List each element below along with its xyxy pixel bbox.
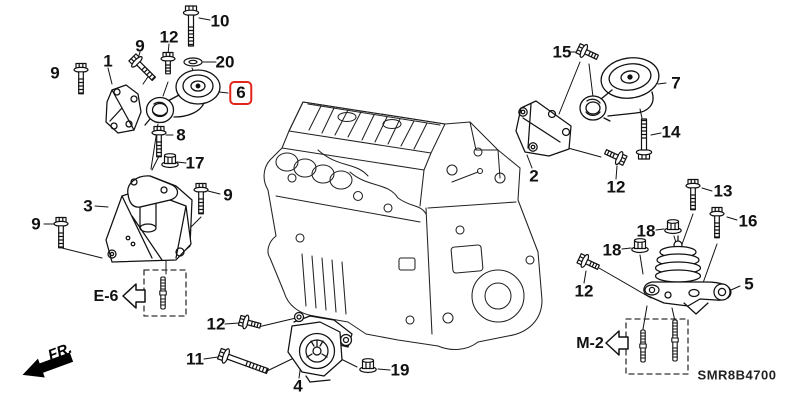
nut-17 — [161, 153, 179, 169]
callout-16[interactable]: 16 — [738, 211, 758, 231]
callout-9-mid-right[interactable]: 9 — [223, 185, 233, 205]
callout-5[interactable]: 5 — [744, 274, 754, 294]
bolt-14 — [635, 118, 653, 160]
bolt-9-mid-right — [193, 182, 209, 215]
bolt-12-right — [602, 144, 629, 168]
nut-18-upper — [664, 219, 682, 235]
bolt-12-bottom-left — [237, 312, 263, 334]
engine-illustration — [263, 101, 543, 351]
callout-18-lower[interactable]: 18 — [602, 240, 622, 260]
stud-e6 — [159, 276, 167, 310]
reference-marks — [22, 269, 689, 378]
bolt-12-top-left — [160, 51, 176, 75]
callout-10[interactable]: 10 — [210, 11, 230, 31]
bolt-15 — [574, 41, 601, 65]
part-3-side-mount — [105, 175, 193, 263]
ref-m2-label[interactable]: M-2 — [576, 335, 604, 352]
m2-arrow-icon — [605, 330, 629, 356]
callout-20[interactable]: 20 — [215, 52, 235, 72]
callout-19[interactable]: 19 — [390, 360, 410, 380]
washer-20 — [183, 57, 203, 67]
front-direction-arrow-icon — [22, 352, 74, 378]
bolt-11 — [216, 345, 271, 379]
callout-18-upper[interactable]: 18 — [636, 221, 656, 241]
callout-12-top-left[interactable]: 12 — [159, 27, 179, 47]
bolt-13 — [685, 178, 701, 211]
callout-12-right[interactable]: 12 — [606, 177, 626, 197]
callout-8[interactable]: 8 — [176, 125, 186, 145]
callout-9-far-left[interactable]: 9 — [50, 63, 60, 83]
stud-m2-right — [671, 319, 679, 362]
callout-17[interactable]: 17 — [185, 153, 205, 173]
part-2-bracket — [515, 100, 572, 157]
bolt-12-bottom-right — [575, 251, 602, 275]
part-5-rear-mount — [643, 235, 732, 315]
part-7-upper-torque-rod — [579, 57, 660, 122]
part-6-torque-rod-mount — [144, 69, 221, 126]
callout-11[interactable]: 11 — [186, 349, 204, 369]
bolt-16 — [709, 206, 725, 239]
e6-arrow-icon — [122, 283, 146, 309]
bolt-9-upper — [126, 51, 160, 85]
callout-12-bottom-left[interactable]: 12 — [206, 314, 226, 334]
callout-15[interactable]: 15 — [552, 42, 572, 62]
callout-2[interactable]: 2 — [529, 166, 539, 186]
ref-e6-label[interactable]: E-6 — [93, 288, 119, 305]
callout-12-bottom-right[interactable]: 12 — [574, 281, 594, 301]
stud-m2-left — [639, 329, 647, 363]
m2-dashed-box — [625, 318, 689, 375]
callout-3[interactable]: 3 — [83, 196, 93, 216]
callout-14[interactable]: 14 — [661, 122, 681, 142]
callout-6-highlighted[interactable]: 6 — [229, 81, 253, 105]
bolt-10 — [182, 5, 200, 47]
callout-9-lower-left[interactable]: 9 — [31, 214, 41, 234]
nut-18-lower — [631, 238, 649, 254]
bolt-9-far-left — [73, 62, 89, 95]
part-4-front-mount — [287, 311, 353, 383]
callout-7[interactable]: 7 — [671, 73, 681, 93]
callout-4[interactable]: 4 — [293, 376, 303, 396]
callout-13[interactable]: 13 — [713, 181, 733, 201]
nut-19 — [359, 358, 377, 374]
bolt-9-lower-left — [53, 216, 69, 249]
callout-1[interactable]: 1 — [103, 51, 113, 71]
part-1-bracket — [105, 84, 142, 134]
callout-9-upper[interactable]: 9 — [135, 36, 145, 56]
part-code: SMR8B4700 — [697, 367, 777, 383]
